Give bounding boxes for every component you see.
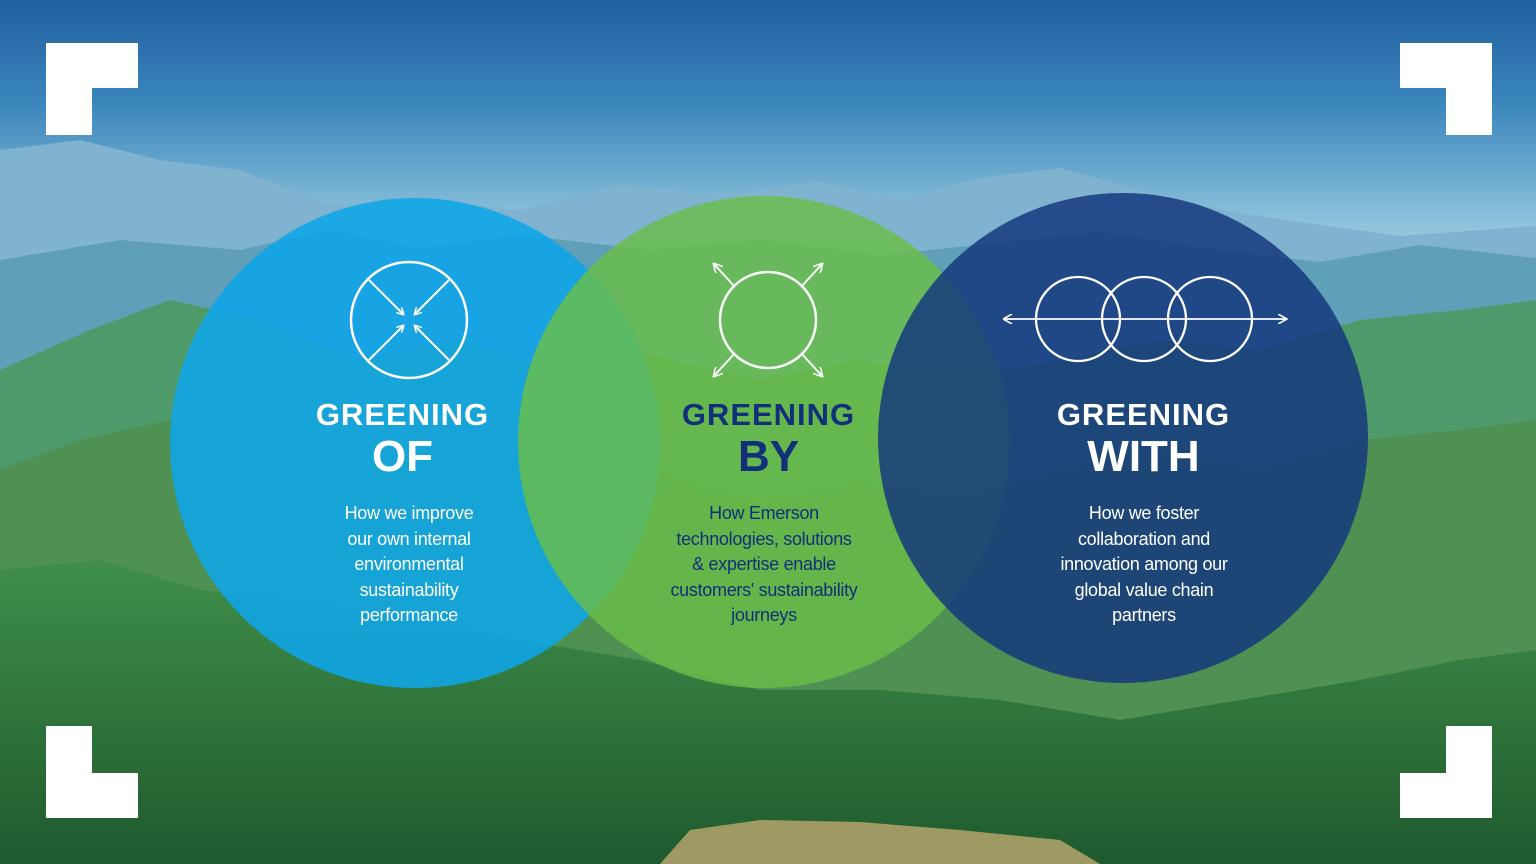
description-greening-with: How we foster collaboration and innovati… <box>1023 501 1265 629</box>
corner-bracket-bottom-right <box>1400 726 1492 818</box>
description-line: How Emerson <box>709 503 819 523</box>
arrows-inward-circle-icon <box>349 260 469 380</box>
description-line: global value chain <box>1074 579 1214 600</box>
circle-greening-with <box>878 193 1368 683</box>
corner-bracket-top-right <box>1400 43 1492 135</box>
corner-bracket-bottom-left <box>46 726 138 818</box>
description-line: technologies, solutions <box>676 528 852 549</box>
description-line: innovation among our <box>1060 554 1228 574</box>
description-line: partners <box>1112 605 1176 625</box>
title-greening-by: GREENING BY <box>636 398 901 482</box>
title-line1: GREENING <box>681 397 856 432</box>
description-greening-of: How we improve our own internal environm… <box>288 501 530 629</box>
description-line: journeys <box>731 605 797 625</box>
description-line: & expertise enable <box>692 554 836 574</box>
title-line1: GREENING <box>1056 397 1231 432</box>
arrows-outward-circle-icon <box>708 258 828 382</box>
description-line: How we improve <box>344 503 474 523</box>
description-line: sustainability <box>359 579 459 600</box>
description-line: performance <box>360 605 458 625</box>
title-line1: GREENING <box>315 397 490 432</box>
title-line2: BY <box>737 432 800 481</box>
description-line: How we foster <box>1088 503 1200 523</box>
description-line: collaboration and <box>1077 528 1210 549</box>
linked-circles-arrow-icon <box>1000 275 1290 363</box>
corner-bracket-top-left <box>46 43 138 135</box>
description-line: environmental <box>354 554 464 574</box>
description-line: customers' sustainability <box>670 579 858 600</box>
title-greening-of: GREENING OF <box>270 398 535 482</box>
description-greening-by: How Emerson technologies, solutions & ex… <box>644 501 884 629</box>
title-line2: WITH <box>1087 432 1200 481</box>
description-line: our own internal <box>347 528 471 549</box>
title-line2: OF <box>371 432 434 481</box>
title-greening-with: GREENING WITH <box>1011 398 1276 482</box>
